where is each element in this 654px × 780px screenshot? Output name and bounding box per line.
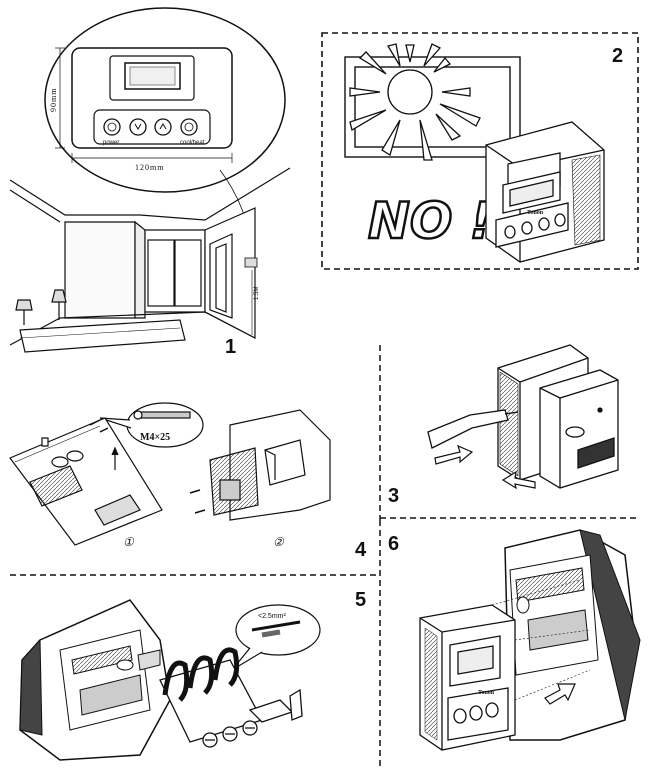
screw-size-label: M4×25: [140, 432, 170, 443]
step-3-panel: 3: [379, 344, 640, 520]
substep-2-label: ②: [273, 535, 285, 549]
power-label: power: [103, 140, 119, 146]
warning-no-label: NO !: [368, 192, 493, 250]
base-plate: [9, 417, 163, 546]
step-4-panel: M4×25 ① ② 4: [9, 402, 367, 561]
alignment-lines: [491, 579, 591, 701]
step-3-number: 3: [388, 485, 399, 507]
cool-heat-button[interactable]: [180, 118, 198, 136]
step-5-panel: <2.5mm² 5: [19, 589, 366, 761]
push-arrow: [544, 683, 576, 705]
step-2-dashed-frame: [321, 32, 639, 270]
step-2-number: 2: [612, 45, 623, 67]
step-6-panel: Tonon 6: [388, 529, 641, 751]
front-cover: [419, 604, 516, 751]
terminal-block: [59, 629, 161, 731]
thermostat-3d-view: [485, 121, 605, 263]
mounted-base: [509, 554, 599, 676]
direction-arrows: [434, 444, 536, 490]
room-illustration: [9, 167, 291, 353]
install-height-label: 1.5M: [254, 287, 260, 300]
dimension-lines: [55, 47, 233, 163]
step-1-number: 1: [225, 336, 236, 358]
up-button[interactable]: [154, 118, 172, 136]
wall-thermostat: [244, 257, 258, 268]
thermostat-front-view: power cool/heat: [71, 47, 233, 149]
case-separation: [427, 344, 619, 489]
brand-logo-text: Tonon: [527, 210, 544, 216]
width-dimension: 120mm: [135, 163, 164, 172]
sun-icon: [349, 43, 481, 161]
wire-gauge-label: <2.5mm²: [258, 613, 286, 620]
power-button[interactable]: [103, 118, 121, 136]
step-1-panel: power cool/heat 120mm 90mm: [9, 7, 291, 358]
step-4-number: 4: [355, 539, 367, 561]
height-dimension: 90mm: [49, 88, 58, 112]
step-2-panel: NO ! Tonon 2: [321, 32, 639, 270]
down-button[interactable]: [129, 118, 147, 136]
step-6-number: 6: [388, 533, 399, 555]
substep-1-label: ①: [123, 535, 135, 549]
terminal-closeup: [159, 647, 303, 748]
step-5-number: 5: [355, 589, 366, 611]
brand-logo-text-step-6: Tonon: [478, 690, 495, 696]
cool-heat-label: cool/heat: [180, 140, 205, 146]
window: [344, 56, 521, 158]
screw-callout: [99, 402, 204, 448]
wall-junction-box: [189, 409, 331, 521]
